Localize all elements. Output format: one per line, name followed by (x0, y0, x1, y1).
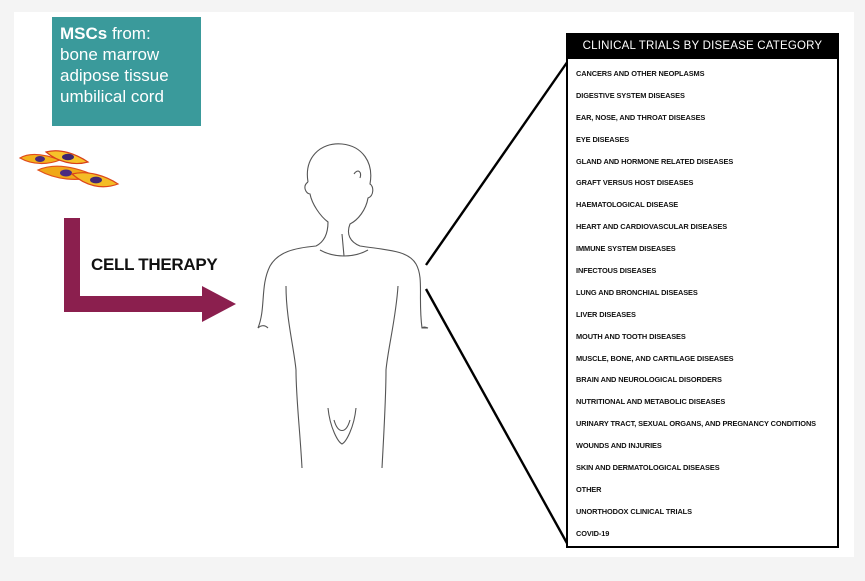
disease-category-item: MUSCLE, BONE, AND CARTILAGE DISEASES (576, 353, 734, 363)
cell-icon (18, 153, 62, 165)
disease-category-item: URINARY TRACT, SEXUAL ORGANS, AND PREGNA… (576, 419, 817, 429)
cell-therapy-label: CELL THERAPY (91, 255, 218, 274)
disease-category-item: MOUTH AND TOOTH DISEASES (576, 331, 686, 341)
cell-therapy-arrow (64, 218, 236, 322)
disease-category-item: INFECTOUS DISEASES (576, 266, 657, 276)
clinical-trials-header: CLINICAL TRIALS BY DISEASE CATEGORY (566, 33, 839, 59)
disease-category-item: EAR, NOSE, AND THROAT DISEASES (576, 112, 706, 122)
disease-category-item: GRAFT VERSUS HOST DISEASES (576, 178, 694, 188)
disease-category-item: BRAIN AND NEUROLOGICAL DISORDERS (576, 375, 722, 385)
msc-source-adipose-tissue: adipose tissue (60, 66, 169, 85)
disease-category-item: NUTRITIONAL AND METABOLIC DISEASES (576, 397, 726, 407)
disease-category-item: HAEMATOLOGICAL DISEASE (576, 200, 679, 210)
msc-source-bone-marrow: bone marrow (60, 45, 160, 64)
disease-category-item: DIGESTIVE SYSTEM DISEASES (576, 90, 685, 100)
disease-category-item: UNORTHODOX CLINICAL TRIALS (576, 506, 692, 516)
disease-category-item: IMMUNE SYSTEM DISEASES (576, 244, 676, 254)
msc-title-rest: from: (107, 24, 151, 43)
disease-category-item: HEART AND CARDIOVASCULAR DISEASES (576, 222, 728, 232)
msc-source-umbilical-cord: umbilical cord (60, 87, 164, 106)
disease-category-item: GLAND AND HORMONE RELATED DISEASES (576, 156, 734, 166)
human-body-outline (257, 143, 429, 469)
disease-category-item: CANCERS AND OTHER NEOPLASMS (576, 69, 705, 78)
cell-icon (44, 150, 90, 165)
disease-category-item: LUNG AND BRONCHIAL DISEASES (576, 287, 698, 297)
msc-title: MSCs from: (60, 23, 193, 44)
disease-category-item: LIVER DISEASES (576, 309, 636, 319)
msc-sources-box: MSCs from: bone marrow adipose tissue um… (52, 17, 201, 126)
cell-icon (70, 172, 120, 188)
stem-cells-illustration (18, 150, 120, 188)
disease-category-item: OTHER (576, 484, 602, 494)
disease-category-item: EYE DISEASES (576, 134, 630, 144)
disease-category-item: SKIN AND DERMATOLOGICAL DISEASES (576, 463, 720, 473)
disease-category-list: CANCERS AND OTHER NEOPLASMS DIGESTIVE SY… (566, 59, 839, 548)
disease-category-item: WOUNDS AND INJURIES (576, 441, 662, 451)
callout-lines (424, 60, 570, 546)
clinical-trials-panel: CLINICAL TRIALS BY DISEASE CATEGORY CANC… (566, 33, 839, 548)
disease-category-item: COVID-19 (576, 528, 610, 538)
msc-title-bold: MSCs (60, 24, 108, 43)
